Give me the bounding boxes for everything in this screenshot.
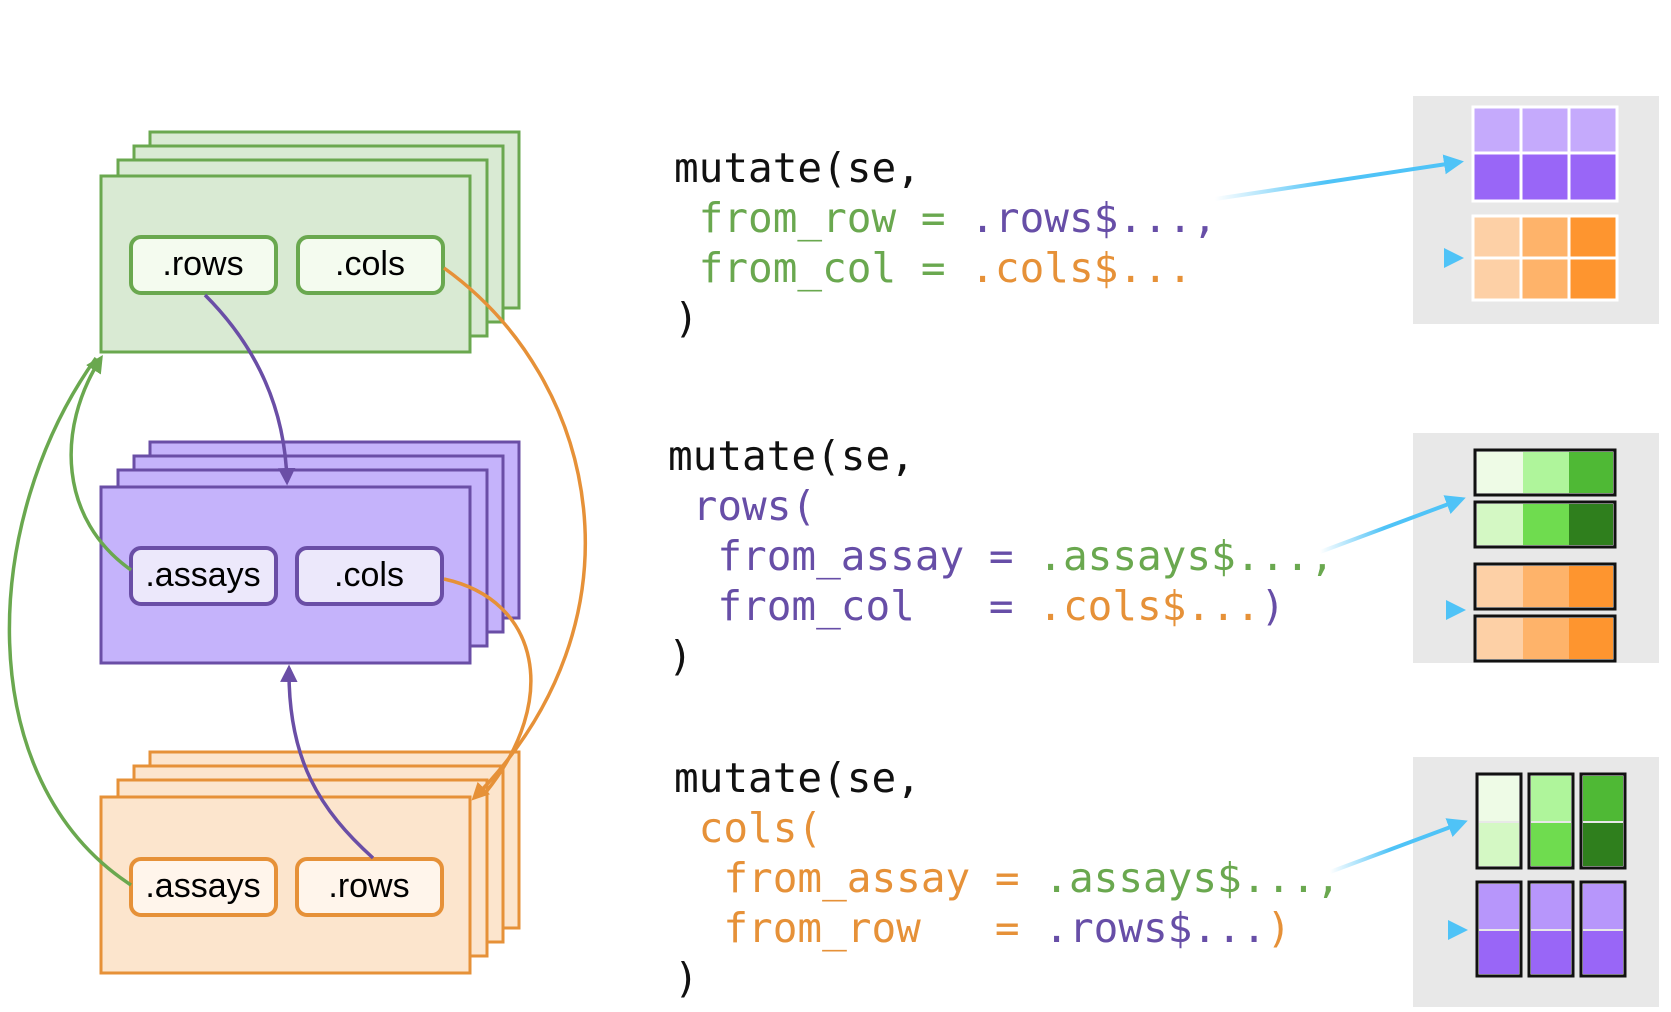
chip-rows: .rows [129,235,278,295]
code-token: mutate(se, [674,144,921,192]
blue-arrow-assay [1319,495,1466,554]
stack-top-green: .rows .cols [99,130,521,354]
arrow-assays-bottom-to-top [7,356,132,887]
chip-label: .cols [335,245,405,283]
code-token: mutate(se, [674,754,921,802]
orange-row-strips [1473,562,1617,663]
code-line: mutate(se, [674,754,921,802]
code-line: ) [674,294,699,342]
arrow-rows-up-to-assays [280,664,375,860]
chip-label: .assays [145,867,260,905]
chip-cols: .cols [296,235,445,295]
chip-cols: .cols [295,546,444,606]
code-token: .assays$..., [1044,854,1340,902]
code-line: from_row = .rows$...) [674,904,1291,952]
code-block-2: mutate(se, rows( from_assay = .assays$..… [668,432,1334,680]
code-token: ) [1260,582,1285,630]
code-token: from_row = [674,904,1044,952]
stack-bottom-orange: .assays .rows [99,750,521,975]
code-token: cols( [674,804,822,852]
result-panel-1 [1214,96,1659,324]
orange-grid [1471,214,1619,302]
blue-arrow-assay [1329,818,1468,874]
code-token: from_assay = [674,854,1044,902]
code-token: .rows$... [1044,904,1266,952]
chip-label: .assays [145,556,260,594]
code-line: ) [674,954,699,1002]
chip-label: .rows [328,867,409,905]
code-line: mutate(se, [674,144,921,192]
code-line: from_assay = .assays$..., [668,532,1334,580]
code-block-3: mutate(se, cols( from_assay = .assays$..… [674,754,1340,1002]
code-line: from_row = .rows$..., [674,194,1217,242]
code-token: from_col = [668,582,1038,630]
green-column-strips [1475,772,1627,870]
code-line: from_col = .cols$...) [668,582,1285,630]
code-token: .rows$..., [970,194,1217,242]
green-row-strips [1473,448,1617,549]
code-token: .cols$... [970,244,1192,292]
arrow-cols-to-bottom [442,266,588,801]
chip-assays: .assays [129,857,278,917]
chip-assays: .assays [129,546,278,606]
arrow-rows-to-assays [203,293,296,486]
code-line: ) [668,632,693,680]
arrow-cols-mid-to-bottom [443,577,533,794]
stack-middle-purple: .assays .cols [99,440,521,665]
chip-label: .rows [162,245,243,283]
code-token: mutate(se, [668,432,915,480]
code-line: from_assay = .assays$..., [674,854,1340,902]
code-token: from_col = [674,244,970,292]
code-line: from_col = .cols$... [674,244,1192,292]
code-token: rows( [668,482,816,530]
chip-label: .cols [334,556,404,594]
code-token: ) [674,954,699,1002]
arrow-assays-mid-to-top [69,355,133,572]
purple-grid [1471,105,1619,203]
code-token: ) [674,294,699,342]
code-token: from_row = [674,194,970,242]
code-line: rows( [668,482,816,530]
code-token: from_assay = [668,532,1038,580]
chip-rows: .rows [295,857,444,917]
code-block-1: mutate(se, from_row = .rows$..., from_co… [674,144,1217,342]
code-token: .cols$... [1038,582,1260,630]
code-token: ) [1266,904,1291,952]
purple-column-strips [1475,880,1627,978]
blue-arrow-rows [1214,154,1464,201]
result-panel-3 [1305,757,1659,1007]
code-line: mutate(se, [668,432,915,480]
code-token: .assays$..., [1038,532,1334,580]
code-line: cols( [674,804,822,852]
code-token: ) [668,632,693,680]
result-panel-2 [1300,433,1659,663]
